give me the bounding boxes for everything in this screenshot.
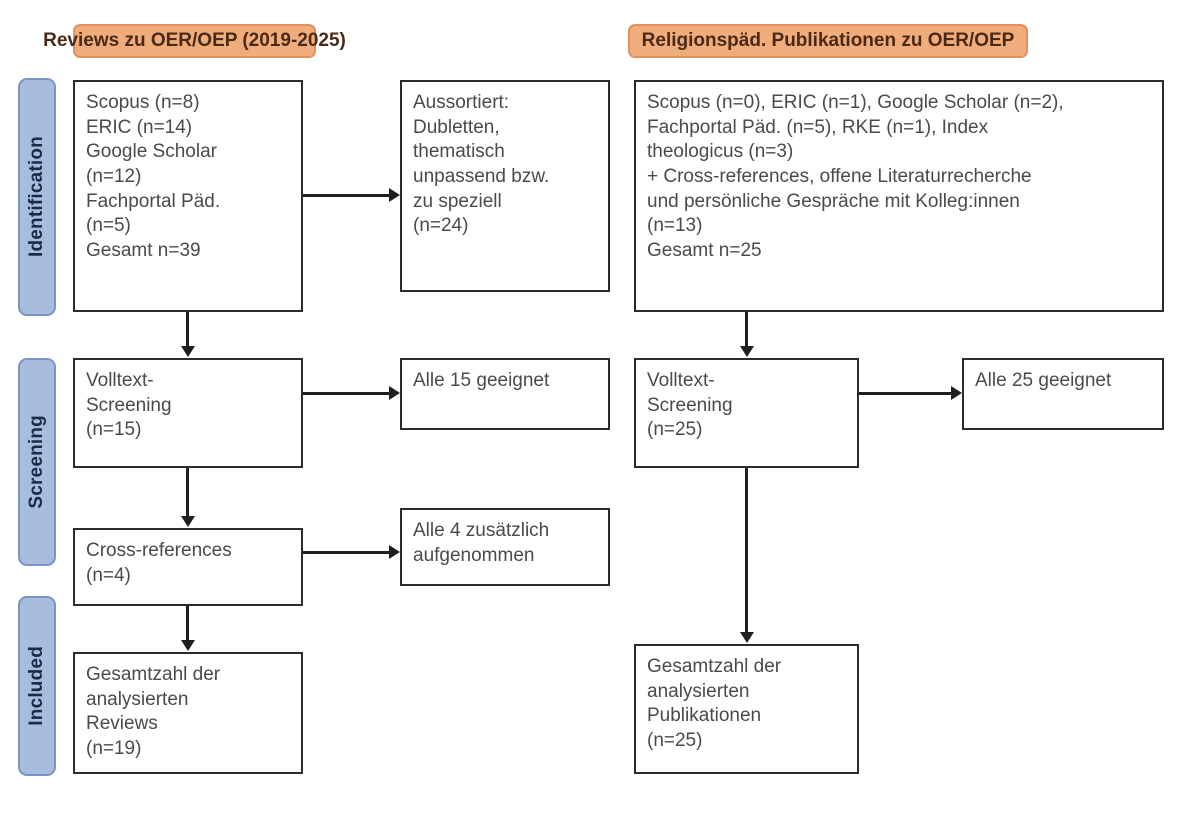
box-left-included: Gesamtzahl der analysierten Reviews (n=1… <box>73 652 303 774</box>
box-left-excluded: Aussortiert: Dubletten, thematisch unpas… <box>400 80 610 292</box>
connector-left-screening-to-crossrefs <box>186 468 189 516</box>
connector-right-screening-to-result <box>859 392 951 395</box>
connector-left-crossrefs-to-included <box>186 606 189 640</box>
connector-right-id-to-screening <box>745 312 748 346</box>
box-line: (n=25) <box>647 730 703 752</box>
arrowhead-left-id-to-screening <box>181 346 195 357</box>
box-line: Scopus (n=0), ERIC (n=1), Google Scholar… <box>647 92 1064 113</box>
box-line: Reviews <box>86 713 158 735</box>
box-right-identification: Scopus (n=0), ERIC (n=1), Google Scholar… <box>634 80 1164 312</box>
box-line: (n=15) <box>86 419 142 441</box>
box-left-identification: Scopus (n=8) ERIC (n=14) Google Scholar … <box>73 80 303 312</box>
box-right-screening: Volltext- Screening (n=25) <box>634 358 859 468</box>
box-right-included: Gesamtzahl der analysierten Publikatione… <box>634 644 859 774</box>
column-header-publikationen: Religionspäd. Publikationen zu OER/OEP <box>628 24 1028 58</box>
box-line: Publikationen <box>647 705 762 727</box>
box-line: zu speziell <box>413 190 502 212</box>
box-line: Cross-references <box>86 540 232 561</box>
box-line: (n=13) <box>647 215 703 237</box>
box-line: (n=12) <box>86 166 142 188</box>
arrowhead-right-screening-to-result <box>951 386 962 400</box>
box-line: Alle 25 geeignet <box>975 370 1112 391</box>
arrowhead-right-id-to-screening <box>740 346 754 357</box>
box-line: Gesamtzahl der <box>647 656 782 677</box>
arrowhead-left-screening-to-crossrefs <box>181 516 195 527</box>
phase-label-screening: Screening <box>18 358 56 566</box>
box-line: Aussortiert: <box>413 92 510 113</box>
box-line: Google Scholar <box>86 141 217 163</box>
phase-label-included-text: Included <box>26 646 47 726</box>
box-line: Alle 15 geeignet <box>413 370 550 391</box>
phase-label-identification: Identification <box>18 78 56 316</box>
arrowhead-right-screening-to-included <box>740 632 754 643</box>
box-line: Gesamt n=39 <box>86 240 201 262</box>
connector-left-id-to-screening <box>186 312 189 346</box>
box-line: (n=25) <box>647 419 703 441</box>
connector-left-id-to-excluded <box>303 194 389 197</box>
box-line: Alle 4 zusätzlich <box>413 520 550 541</box>
box-line: Screening <box>86 394 172 416</box>
phase-label-identification-text: Identification <box>26 136 47 258</box>
box-line: theologicus (n=3) <box>647 141 794 163</box>
box-line: analysierten <box>647 680 750 702</box>
phase-label-included: Included <box>18 596 56 776</box>
box-line: Fachportal Päd. <box>86 190 221 212</box>
box-left-screening: Volltext- Screening (n=15) <box>73 358 303 468</box>
box-line: Gesamtzahl der <box>86 664 221 685</box>
box-line: (n=19) <box>86 738 142 760</box>
column-header-reviews-text: Reviews zu OER/OEP (2019-2025) <box>43 30 346 51</box>
phase-label-screening-text: Screening <box>26 415 47 509</box>
box-left-crossrefs-result: Alle 4 zusätzlich aufgenommen <box>400 508 610 586</box>
box-line: thematisch <box>413 141 505 163</box>
box-line: unpassend bzw. <box>413 166 550 188</box>
box-line: aufgenommen <box>413 544 535 566</box>
box-right-screening-result: Alle 25 geeignet <box>962 358 1164 430</box>
box-line: Scopus (n=8) <box>86 92 200 113</box>
box-left-crossrefs: Cross-references (n=4) <box>73 528 303 606</box>
box-line: Gesamt n=25 <box>647 240 762 262</box>
connector-left-crossrefs-to-result <box>303 551 389 554</box>
box-line: Dubletten, <box>413 116 500 138</box>
box-left-screening-result: Alle 15 geeignet <box>400 358 610 430</box>
arrowhead-left-crossrefs-to-included <box>181 640 195 651</box>
arrowhead-left-screening-to-result <box>389 386 400 400</box>
connector-right-screening-to-included <box>745 468 748 632</box>
arrowhead-left-crossrefs-to-result <box>389 545 400 559</box>
box-line: Fachportal Päd. (n=5), RKE (n=1), Index <box>647 116 989 138</box>
box-line: Volltext- <box>86 370 154 391</box>
box-line: (n=24) <box>413 215 469 237</box>
column-header-publikationen-text: Religionspäd. Publikationen zu OER/OEP <box>641 30 1015 51</box>
box-line: und persönliche Gespräche mit Kolleg:inn… <box>647 190 1020 212</box>
arrowhead-left-id-to-excluded <box>389 188 400 202</box>
box-line: (n=4) <box>86 564 131 586</box>
box-line: + Cross-references, offene Literaturrech… <box>647 166 1032 188</box>
box-line: Volltext- <box>647 370 715 391</box>
box-line: ERIC (n=14) <box>86 116 193 138</box>
column-header-reviews: Reviews zu OER/OEP (2019-2025) <box>43 24 346 58</box>
box-line: (n=5) <box>86 215 131 237</box>
connector-left-screening-to-result <box>303 392 389 395</box>
box-line: Screening <box>647 394 733 416</box>
box-line: analysierten <box>86 688 189 710</box>
